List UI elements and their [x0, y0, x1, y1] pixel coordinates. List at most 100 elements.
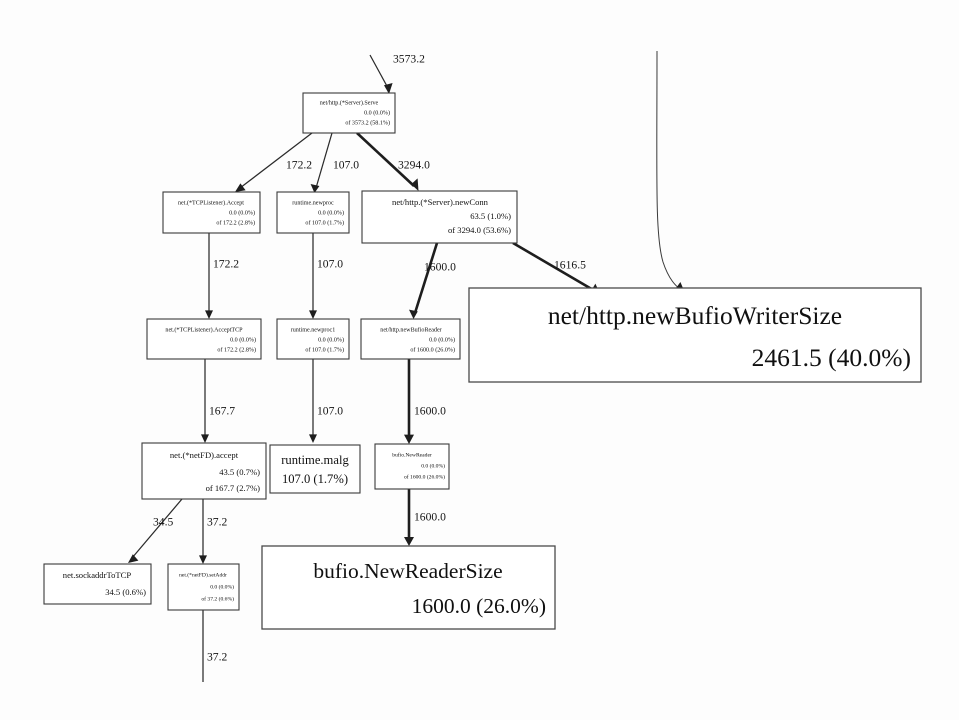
- edge-newproc-to-newproc1: 107.0: [309, 233, 343, 319]
- edge-label-serve-newconn: 3294.0: [398, 159, 430, 172]
- edge-path: [131, 498, 183, 559]
- node-cum-value: of 1600.0 (26.0%): [404, 473, 445, 480]
- edge-newproc1-to-malg: 107.0: [309, 359, 343, 443]
- node-box[interactable]: [361, 190, 518, 244]
- edge-label-newconn-newbufioreader: 1600.0: [424, 261, 456, 274]
- node-box[interactable]: [269, 444, 361, 494]
- edge-label-setaddr-dangling: 37.2: [207, 651, 227, 664]
- node-title: net.(*netFD).setAddr: [179, 571, 227, 578]
- node-flat-value: 63.5 (1.0%): [470, 211, 511, 221]
- edge-label-bufionr-newreadersize: 1600.0: [414, 511, 446, 524]
- node-title: bufio.NewReaderSize: [313, 559, 502, 583]
- edge-bufio-newreader-to-newreadersize: 1600.0: [404, 489, 446, 546]
- arrow-head-icon: [409, 309, 418, 319]
- edge-label-netfdaccept-sockaddr: 34.5: [153, 516, 173, 529]
- node-flat-value: 2461.5 (40.0%): [752, 343, 911, 372]
- edge-netfd-accept-to-setaddr: 37.2: [199, 499, 227, 564]
- node-box[interactable]: [146, 318, 262, 360]
- node-net-tcplistener-accept[interactable]: net.(*TCPListener).Accept 0.0 (0.0%) of …: [162, 191, 261, 234]
- arrow-head-icon: [205, 310, 213, 319]
- node-box[interactable]: [468, 287, 922, 383]
- node-flat-value: 0.0 (0.0%): [429, 336, 455, 343]
- node-cum-value: of 37.2 (0.6%): [201, 595, 234, 602]
- node-net-sockaddrtotcp[interactable]: net.sockaddrToTCP 34.5 (0.6%): [43, 563, 152, 605]
- node-net-http-server-serve[interactable]: net/http.(*Server).Serve 0.0 (0.0%) of 3…: [302, 92, 396, 134]
- node-cum-value: of 172.2 (2.8%): [216, 219, 255, 226]
- node-net-http-newbufiowritersize[interactable]: net/http.newBufioWriterSize 2461.5 (40.0…: [468, 287, 922, 383]
- node-box[interactable]: [167, 563, 240, 611]
- node-title: net.sockaddrToTCP: [63, 570, 132, 580]
- node-title: runtime.malg: [281, 453, 349, 467]
- edge-serve-to-newproc: 107.0: [310, 132, 359, 193]
- edge-label-newproc1-malg: 107.0: [317, 405, 343, 418]
- arrow-head-icon: [384, 83, 393, 94]
- node-bufio-newreader[interactable]: bufio.NewReader 0.0 (0.0%) of 1600.0 (26…: [374, 443, 450, 490]
- arrow-head-icon: [128, 554, 139, 563]
- arrow-head-icon: [235, 183, 246, 192]
- node-title: net.(*TCPListener).AcceptTCP: [165, 326, 243, 333]
- edge-label-newconn-newbufiowriter: 1616.5: [554, 259, 586, 272]
- arrow-head-icon: [309, 434, 317, 443]
- node-title: net/http.newBufioReader: [380, 326, 441, 333]
- edge-label-accepttcp-netfdaccept: 167.7: [209, 405, 235, 418]
- node-net-netfd-accept[interactable]: net.(*netFD).accept 43.5 (0.7%) of 167.7…: [141, 442, 267, 500]
- node-cum-value: of 172.2 (2.8%): [217, 346, 256, 353]
- node-box[interactable]: [261, 545, 556, 630]
- node-box[interactable]: [43, 563, 152, 605]
- node-cum-value: of 3573.2 (58.1%): [345, 119, 390, 126]
- node-title: net/http.(*Server).newConn: [392, 197, 489, 207]
- node-box[interactable]: [302, 92, 396, 134]
- node-cum-value: of 107.0 (1.7%): [305, 346, 344, 353]
- node-box[interactable]: [141, 442, 267, 500]
- node-flat-value: 0.0 (0.0%): [318, 209, 344, 216]
- edge-label-netfdaccept-setaddr: 37.2: [207, 516, 227, 529]
- edge-label-newbufioreader-bufionr: 1600.0: [414, 405, 446, 418]
- node-net-tcplistener-accepttcp[interactable]: net.(*TCPListener).AcceptTCP 0.0 (0.0%) …: [146, 318, 262, 360]
- node-flat-value: 43.5 (0.7%): [219, 467, 260, 477]
- edge-accepttcp-to-netfd-accept: 167.7: [201, 359, 235, 443]
- arrow-head-icon: [310, 184, 320, 193]
- edge-path: [315, 132, 333, 189]
- edge-path: [369, 54, 389, 89]
- node-cum-value: of 1600.0 (26.0%): [410, 346, 455, 353]
- arrow-head-icon: [411, 178, 419, 191]
- node-net-http-newbufioreader[interactable]: net/http.newBufioReader 0.0 (0.0%) of 16…: [360, 318, 461, 360]
- node-title: runtime.newproc1: [291, 327, 336, 333]
- node-cum-value: of 3294.0 (53.6%): [448, 225, 511, 235]
- node-net-http-server-newconn[interactable]: net/http.(*Server).newConn 63.5 (1.0%) o…: [361, 190, 518, 244]
- node-runtime-newproc[interactable]: runtime.newproc 0.0 (0.0%) of 107.0 (1.7…: [276, 191, 350, 234]
- node-title: bufio.NewReader: [392, 451, 432, 458]
- node-bufio-newreadersize[interactable]: bufio.NewReaderSize 1600.0 (26.0%): [261, 545, 556, 630]
- node-box[interactable]: [374, 443, 450, 490]
- node-flat-value: 0.0 (0.0%): [421, 462, 445, 469]
- node-runtime-malg[interactable]: runtime.malg 107.0 (1.7%): [269, 444, 361, 494]
- node-box[interactable]: [162, 191, 261, 234]
- edge-newconn-to-newbufiowritersize: 1616.5: [512, 241, 600, 294]
- edge-label-serve-tcpaccept: 172.2: [286, 159, 312, 172]
- edge-netfd-accept-to-sockaddrtotcp: 34.5: [128, 498, 183, 563]
- edge-newbufioreader-to-bufio-newreader: 1600.0: [404, 359, 446, 444]
- node-title: net.(*netFD).accept: [170, 450, 239, 460]
- node-box[interactable]: [276, 191, 350, 234]
- node-cum-value: of 167.7 (2.7%): [206, 483, 261, 493]
- edge-label-tcpaccept-accepttcp: 172.2: [213, 258, 239, 271]
- node-box[interactable]: [276, 318, 350, 360]
- node-title: runtime.newproc: [292, 200, 334, 206]
- edge-path: [413, 242, 439, 314]
- node-net-netfd-setaddr[interactable]: net.(*netFD).setAddr 0.0 (0.0%) of 37.2 …: [167, 563, 240, 611]
- node-flat-value: 0.0 (0.0%): [230, 336, 256, 343]
- edge-path: [239, 132, 313, 189]
- node-flat-value: 107.0 (1.7%): [282, 472, 348, 486]
- edge-serve-to-newconn: 3294.0: [356, 132, 430, 191]
- node-cum-value: of 107.0 (1.7%): [305, 219, 344, 226]
- node-runtime-newproc1[interactable]: runtime.newproc1 0.0 (0.0%) of 107.0 (1.…: [276, 318, 350, 360]
- edge-newconn-to-newbufioreader: 1600.0: [409, 242, 456, 319]
- node-box[interactable]: [360, 318, 461, 360]
- edge-tcpaccept-to-accepttcp: 172.2: [205, 233, 239, 319]
- node-flat-value: 1600.0 (26.0%): [412, 594, 546, 618]
- arrow-head-icon: [404, 434, 414, 444]
- edge-path: [512, 241, 596, 293]
- node-title: net/http.(*Server).Serve: [320, 99, 379, 106]
- edge-label-newproc-newproc1: 107.0: [317, 258, 343, 271]
